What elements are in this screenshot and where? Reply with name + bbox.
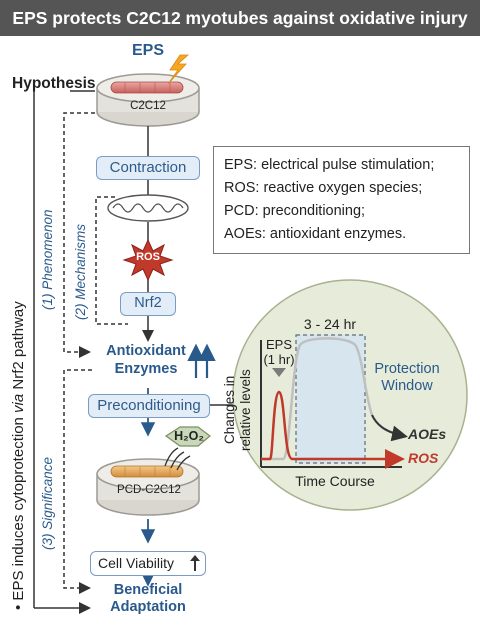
beneficial-adaptation-label: Beneficial Adaptation (92, 582, 204, 616)
legend-item: ROS: reactive oxygen species; (224, 180, 423, 196)
protection-line1: Protection (374, 361, 440, 377)
antioxidant-enzymes-label: Antioxidant Enzymes (96, 342, 196, 378)
ylabel-line1: Changes in (222, 375, 237, 445)
eps-duration-label: EPS (1 hr) (261, 337, 297, 367)
mitochondria-icon (107, 194, 189, 222)
hypothesis-suffix: Nrf2 pathway (10, 301, 27, 394)
protection-window-label: Protection Window (366, 361, 448, 395)
hypothesis-bracket (33, 90, 95, 614)
antioxidant-line2: Enzymes (114, 361, 178, 377)
significance-label: (3) Significance (40, 456, 55, 550)
inset-x-axis-label: Time Course (295, 473, 375, 489)
eps-line1: EPS (265, 337, 292, 352)
antioxidant-line1: Antioxidant (106, 343, 186, 359)
lightning-icon (167, 54, 190, 85)
significance-bracket (63, 369, 92, 594)
myotube-icon (110, 81, 184, 94)
hypothesis-label: Hypothesis (12, 75, 96, 92)
hypothesis-statement: • EPS induces cytoprotection via Nrf2 pa… (10, 200, 27, 610)
window-range-label: 3 - 24 hr (303, 316, 357, 332)
phenomenon-bracket (63, 112, 95, 358)
mechanisms-bracket (95, 196, 128, 325)
aoes-label: AOEs (408, 426, 447, 442)
h2o2-label: H₂O₂ (174, 429, 204, 443)
cell-viability-up-arrow-icon (190, 555, 200, 571)
abbreviation-legend: EPS: electrical pulse stimulation; ROS: … (213, 146, 470, 254)
page-title: EPS protects C2C12 myotubes against oxid… (0, 0, 480, 36)
ros-label: ROS (408, 450, 439, 466)
cell-viability-box: Cell Viability (90, 551, 206, 576)
eps-line2: (1 hr) (263, 352, 295, 367)
inset-panel (232, 279, 468, 511)
protection-line2: Window (381, 378, 433, 394)
ros-burst-icon (122, 238, 174, 282)
legend-item: PCD: preconditioning; (224, 203, 366, 219)
hypothesis-prefix: EPS induces cytoprotection (10, 412, 27, 601)
dish-top-label: C2C12 (130, 100, 166, 112)
preconditioning-box: Preconditioning (88, 394, 210, 418)
contraction-box: Contraction (96, 156, 200, 180)
ylabel-line2: relative levels (238, 369, 253, 451)
inset-y-axis-label: Changes in relative levels (222, 360, 254, 460)
dish-bottom-label: PCD-C2C12 (117, 484, 181, 496)
beneficial-line2: Adaptation (110, 599, 186, 615)
hypothesis-bullet: • (10, 604, 27, 610)
ros-burst-label: ROS (136, 251, 160, 263)
phenomenon-label: (1) Phenomenon (40, 209, 55, 310)
nrf2-box: Nrf2 (120, 292, 176, 316)
h2o2-hexagon-icon (164, 426, 211, 447)
mechanisms-label: (2) Mechanisms (73, 223, 88, 320)
hypothesis-via: via (10, 393, 27, 413)
cell-viability-label: Cell Viability (98, 555, 174, 571)
stimulus-label: EPS (131, 42, 164, 59)
legend-item: EPS: electrical pulse stimulation; (224, 157, 435, 173)
beneficial-line1: Beneficial (113, 582, 183, 598)
petri-dish-bottom-icon (96, 447, 200, 516)
legend-item: AOEs: antioxidant enzymes. (224, 226, 407, 242)
up-arrow-icon (187, 343, 216, 378)
